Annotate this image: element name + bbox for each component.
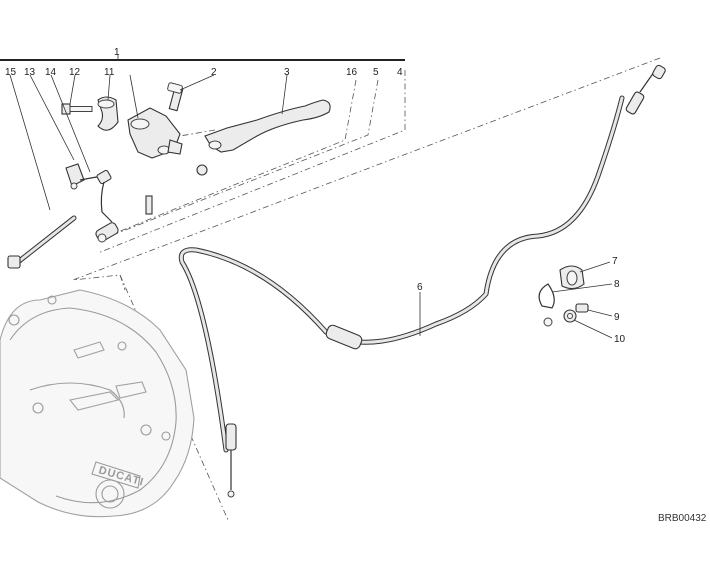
harness-cable-part — [7, 215, 77, 269]
callout-labels: 1 2 3 4 5 6 7 8 9 10 11 12 13 14 15 16 — [5, 47, 626, 345]
group-bracket — [0, 55, 405, 61]
clamp-part — [97, 96, 119, 131]
connector-part — [79, 169, 113, 223]
clutch-lever-part — [204, 99, 331, 153]
callout-8: 8 — [614, 279, 620, 290]
screw-part — [61, 103, 93, 115]
callout-15: 15 — [5, 67, 17, 78]
engine-clutch-cover: DUCATI — [0, 289, 195, 518]
callout-9: 9 — [614, 312, 620, 323]
nut-part — [196, 164, 208, 176]
callout-11: 11 — [104, 67, 115, 78]
callout-1: 1 — [114, 47, 120, 58]
callout-7: 7 — [612, 256, 618, 267]
lever-body-part — [127, 107, 183, 159]
assembly-outline — [72, 57, 661, 521]
clutch-cable — [178, 64, 666, 498]
adjuster-screw-part — [167, 82, 184, 112]
leader-lines — [9, 74, 613, 339]
callout-10: 10 — [614, 334, 626, 345]
switch-part — [65, 163, 85, 190]
callout-13: 13 — [24, 67, 36, 78]
callout-2: 2 — [211, 67, 217, 78]
callout-3: 3 — [284, 67, 290, 78]
callout-12: 12 — [69, 67, 81, 78]
callout-14: 14 — [45, 67, 57, 78]
microswitch-part — [95, 222, 119, 243]
clutch-lever-assembly — [7, 82, 331, 269]
callout-5: 5 — [373, 67, 379, 78]
callout-4: 4 — [397, 67, 403, 78]
callout-16: 16 — [346, 67, 358, 78]
callout-6: 6 — [417, 282, 423, 293]
pivot-bolt-part — [145, 195, 153, 215]
grommet-hardware — [538, 265, 589, 327]
drawing-code: BRB00432 — [658, 513, 707, 524]
